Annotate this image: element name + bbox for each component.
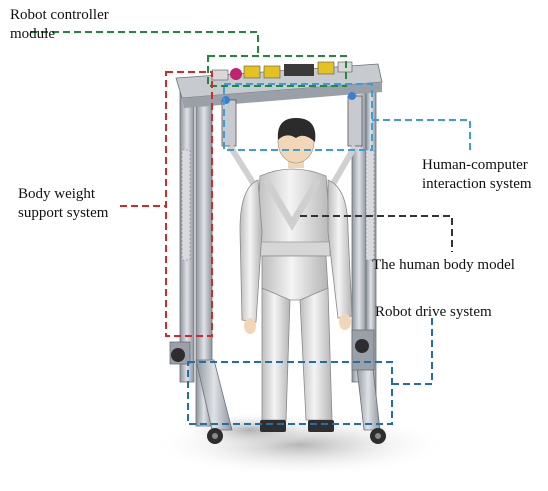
floor-shadow (150, 412, 450, 477)
label-line: support system (18, 204, 108, 223)
human-body-model (230, 118, 355, 432)
robot-drive-system-label: Robot drive system (375, 303, 492, 322)
label-line: Robot controller (10, 6, 109, 25)
body-weight-support-label: Body weight support system (18, 185, 108, 223)
label-line: interaction system (422, 175, 532, 194)
robot-controller-module-label: Robot controller module (10, 6, 109, 44)
label-line: Human-computer (422, 156, 532, 175)
label-line: Body weight (18, 185, 108, 204)
human-computer-interaction-label: Human-computer interaction system (422, 156, 532, 194)
human-body-model-label: The human body model (372, 256, 515, 275)
label-line: module (10, 25, 109, 44)
